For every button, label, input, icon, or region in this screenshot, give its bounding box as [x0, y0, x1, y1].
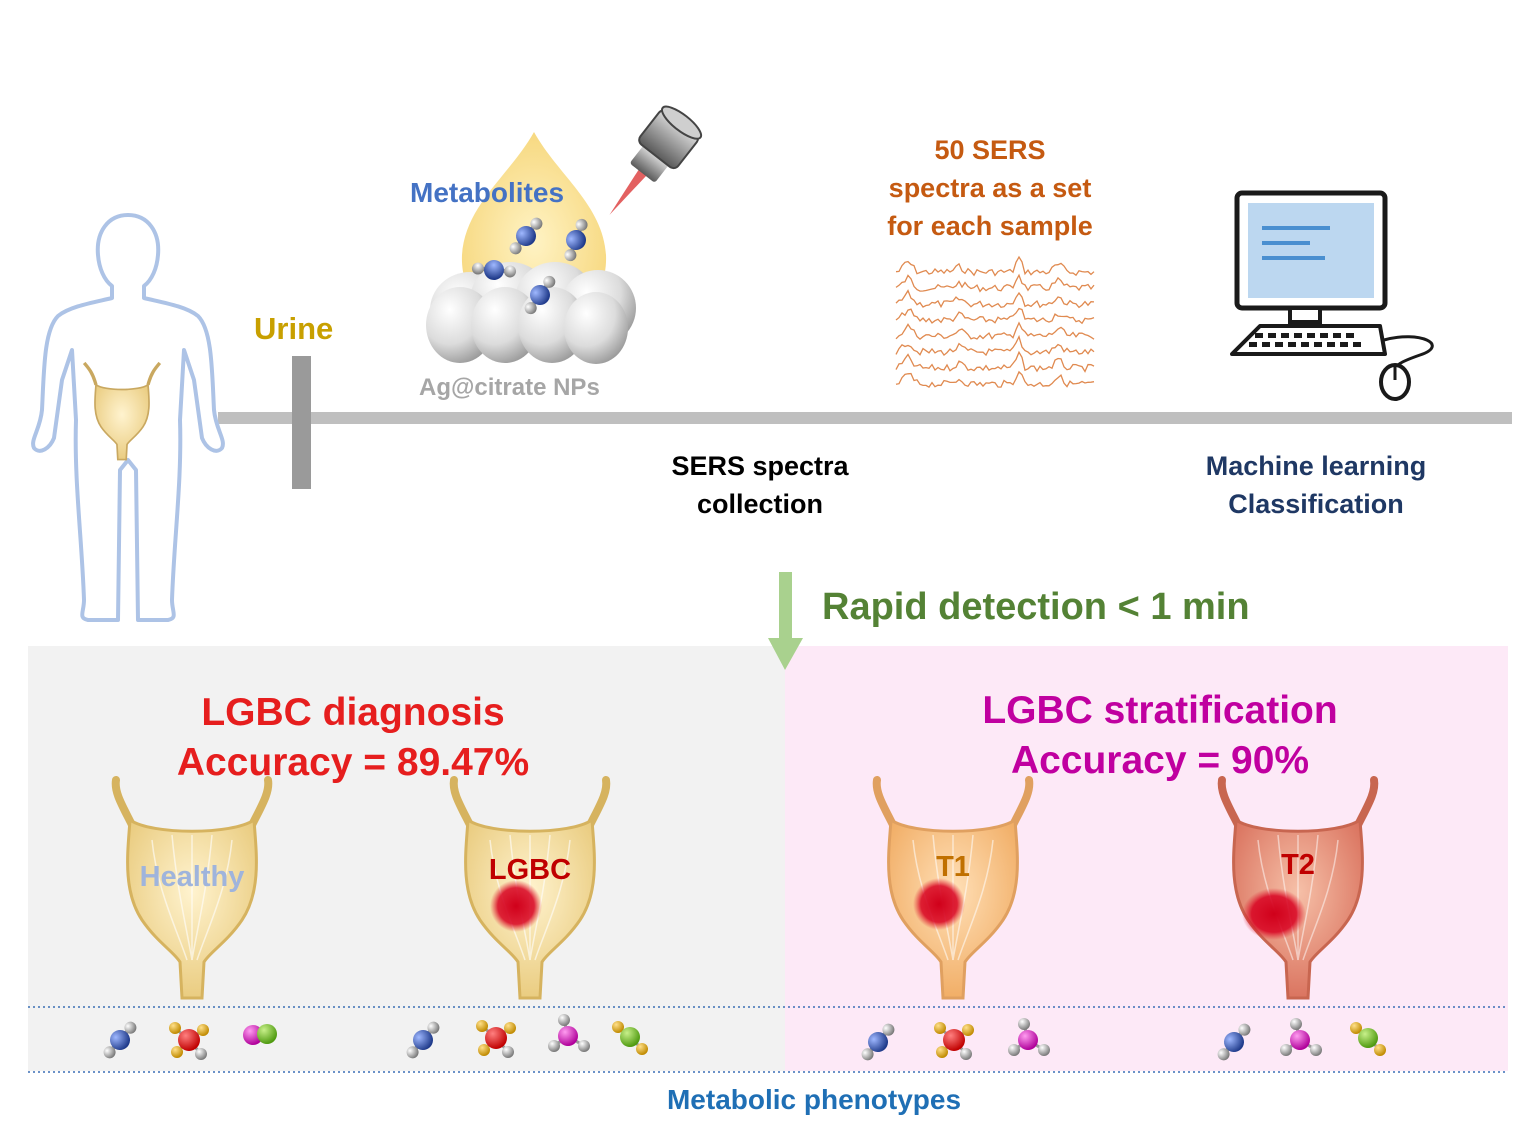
diagnosis-title: LGBC diagnosis — [201, 691, 505, 734]
spectrum-trace — [895, 370, 1095, 388]
bladder-t2-label: T2 — [1281, 849, 1315, 881]
tumor-lesion — [1242, 888, 1306, 940]
ml-line-1: Machine learning — [1205, 451, 1427, 481]
ml-classification-label: Machine learning Classification — [1170, 447, 1462, 523]
phenotype-molecules-lgbc — [397, 1012, 650, 1062]
spectrum-trace — [895, 307, 1095, 325]
tumor-lesion — [490, 880, 542, 932]
spectra-set-label: 50 SERS spectra as a set for each sample — [860, 131, 1120, 245]
bladder-t2-icon — [1217, 776, 1379, 1000]
computer-icon — [1230, 190, 1434, 401]
metabolic-phenotypes-label: Metabolic phenotypes — [666, 1084, 962, 1115]
sers-spectra-plot — [895, 255, 1095, 388]
bladder-t1-label: T1 — [936, 851, 970, 883]
bladder-healthy-label: Healthy — [139, 861, 245, 893]
bladder-healthy-icon — [111, 776, 273, 1000]
down-arrow-icon — [768, 572, 803, 670]
spectrum-trace — [895, 273, 1095, 293]
bladder-lgbc-label: LGBC — [488, 854, 572, 886]
ml-line-2: Classification — [1228, 489, 1404, 519]
sers-collection-label: SERS spectra collection — [640, 447, 880, 523]
human-silhouette-icon — [31, 213, 225, 622]
sers-collection-line-2: collection — [696, 489, 824, 519]
phenotype-molecules-healthy — [94, 1018, 277, 1062]
timeline-bar — [218, 412, 1512, 424]
laser-icon — [609, 105, 703, 215]
stratification-title: LGBC stratification — [982, 689, 1338, 732]
bladder-t1-icon — [872, 776, 1034, 1000]
sers-collection-line-1: SERS spectra — [671, 451, 849, 481]
body-bladder-icon — [82, 361, 162, 461]
phenotype-molecules-t2 — [1208, 1016, 1388, 1064]
bladder-lgbc-icon — [449, 776, 611, 1000]
spectrum-trace — [895, 255, 1095, 277]
urine-marker — [292, 356, 311, 489]
spectra-set-line-1: 50 SERS — [934, 135, 1046, 165]
spectrum-trace — [895, 289, 1095, 309]
spectrum-trace — [895, 334, 1095, 357]
metabolites-label: Metabolites — [410, 177, 565, 208]
spectra-set-line-3: for each sample — [887, 211, 1093, 241]
phenotype-molecules-t1 — [852, 1016, 1052, 1064]
diagnosis-accuracy: Accuracy = 89.47% — [176, 741, 530, 784]
nanoparticle-cluster-icon — [426, 262, 636, 364]
spectrum-trace — [895, 350, 1095, 373]
rapid-detection-label: Rapid detection < 1 min — [822, 586, 1250, 628]
urine-label: Urine — [254, 311, 334, 346]
stratification-accuracy: Accuracy = 90% — [1010, 739, 1310, 782]
tumor-lesion — [913, 878, 965, 930]
spectra-set-line-2: spectra as a set — [888, 173, 1092, 203]
nanoparticles-label: Ag@citrate NPs — [419, 374, 600, 401]
spectrum-trace — [895, 321, 1095, 340]
